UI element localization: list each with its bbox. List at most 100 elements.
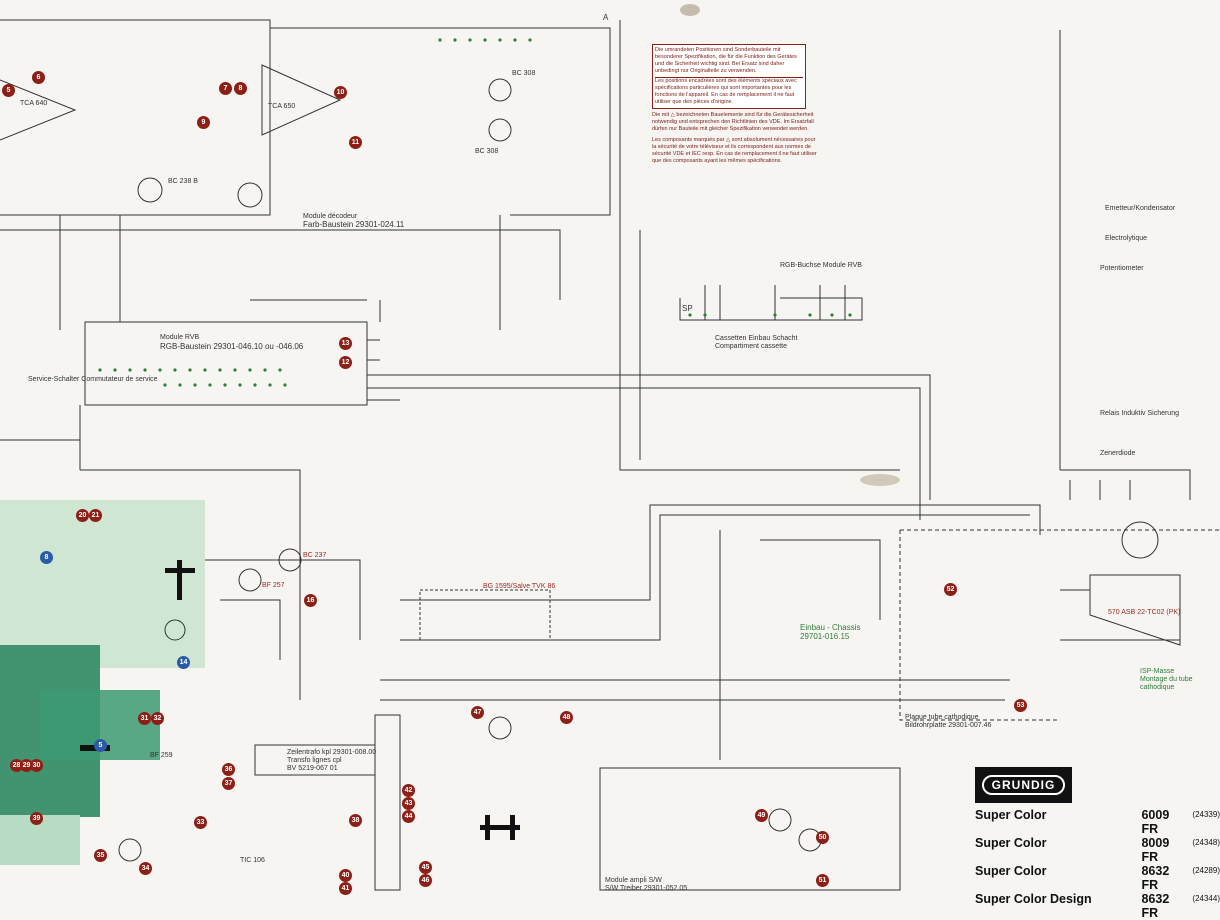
decoder-module-de: Farb-Baustein 29301-024.11: [303, 220, 405, 229]
test-point-badge: 43: [402, 797, 415, 810]
rgb-module-fr: Module RVB: [160, 334, 200, 341]
legend-electrolytic: Electrolytique: [1105, 235, 1148, 242]
test-point-badge: 35: [94, 849, 107, 862]
tvk-label: BG 1595/Salve TVK 86: [483, 583, 556, 590]
test-point-badge: 47: [471, 706, 484, 719]
decoder-module-fr: Module décodeur: [303, 213, 358, 220]
test-point-badge: 38: [349, 814, 362, 827]
test-point-badge: 14: [177, 656, 190, 669]
test-point-badge: 48: [560, 711, 573, 724]
special-parts-notice: Die umrandeten Positionen sind Sonderbau…: [652, 44, 806, 109]
test-point-badge: 10: [334, 86, 347, 99]
test-point-badge: 31: [138, 712, 151, 725]
model-list: Super Color 6009 FR (24339) Super Color 800…: [975, 808, 1220, 920]
bw-module-de: S/W Treiber 29301-052.05: [605, 885, 688, 892]
ic-tca640-label: TCA 640: [20, 100, 48, 107]
model-number: 8009 FR: [1141, 836, 1170, 864]
test-point-badge: 20: [76, 509, 89, 522]
green-panel-light: [0, 500, 205, 668]
grundig-logo: GRUNDIG: [975, 767, 1072, 803]
bf259-label: BF 259: [150, 752, 173, 759]
model-number: 8632 FR: [1141, 892, 1170, 920]
ic-tca650-label: TCA 650: [268, 103, 296, 110]
schematic-wiring: [0, 4, 1220, 891]
test-point-badge: 49: [755, 809, 768, 822]
test-point-badge: 8: [234, 82, 247, 95]
model-number: 6009 FR: [1141, 808, 1170, 836]
test-point-badge: 40: [339, 869, 352, 882]
transistor-bc238b-label: BC 238 B: [168, 178, 198, 185]
bf257-label: BF 257: [262, 582, 285, 589]
test-point-badge: 41: [339, 882, 352, 895]
model-name: Super Color: [975, 864, 1047, 878]
test-point-badge: 8: [40, 551, 53, 564]
test-point-badge: 44: [402, 810, 415, 823]
legend-relay: Relais Induktiv Sicherung: [1100, 410, 1179, 417]
model-name: Super Color: [975, 836, 1047, 850]
test-point-badge: 53: [1014, 699, 1027, 712]
model-row: Super Color 8632 FR (24289): [975, 864, 1220, 892]
model-name: Super Color Design: [975, 892, 1092, 906]
model-code: (24348): [1192, 838, 1220, 847]
transistor-bc308-b-label: BC 308: [475, 148, 499, 155]
line-transformer-fr: Transfo lignes cpl: [287, 757, 342, 764]
test-point-badge: 28: [10, 759, 23, 772]
rgb-plug-label: RGB-Buchse Module RVB: [780, 262, 862, 269]
cassette-fr: Compartiment cassette: [715, 343, 787, 350]
chassis-label: Einbau - Chassis: [800, 623, 861, 632]
tube-board-de: Bildrohrplatte 29301-007.46: [905, 722, 992, 729]
test-point-badge: 51: [816, 874, 829, 887]
safety-notice-fr: Les composants marqués par △ sont absolu…: [652, 137, 817, 164]
notice-fr: Les positions encadrées sont des élément…: [655, 77, 803, 106]
tube-board-fr: Plaque tube cathodique: [905, 714, 979, 721]
chassis-number: 29701-016.15: [800, 632, 850, 641]
test-point-badge: 45: [419, 861, 432, 874]
test-point-badge: 33: [194, 816, 207, 829]
model-code: (24339): [1192, 810, 1220, 819]
test-point-badge: 11: [349, 136, 362, 149]
bw-module-fr: Module ampli S/W: [605, 877, 662, 884]
test-point-badge: 32: [151, 712, 164, 725]
tic-label: TIC 106: [240, 857, 265, 864]
test-point-badge: 6: [32, 71, 45, 84]
test-point-badge: 7: [219, 82, 232, 95]
tube-label: 570 ASB 22-TC02 (PK): [1108, 609, 1181, 616]
transistor-bc308-a-label: BC 308: [512, 70, 536, 77]
test-point-badge: 30: [30, 759, 43, 772]
test-point-badge: 46: [419, 874, 432, 887]
model-code: (24289): [1192, 866, 1220, 875]
sp-label: SP: [682, 304, 693, 313]
safety-notice-de: Die mit △ bezeichneten Bauelemente sind …: [652, 112, 814, 132]
test-point-badge: 36: [222, 763, 235, 776]
test-point-badge: 42: [402, 784, 415, 797]
test-point-badge: 12: [339, 356, 352, 369]
bc237-label: BC 237: [303, 552, 327, 559]
model-name: Super Color: [975, 808, 1047, 822]
test-point-badge: 29: [20, 759, 33, 772]
legend-capacitor: Emetteur/Kondensator: [1105, 205, 1176, 212]
service-switch-label: Service-Schalter Commutateur de service: [28, 376, 158, 383]
line-transformer-part: BV 5219-067 01: [287, 765, 338, 772]
brand-text: GRUNDIG: [981, 775, 1066, 795]
test-point-badge: 34: [139, 862, 152, 875]
test-point-badge: 16: [304, 594, 317, 607]
test-point-badge: 52: [944, 583, 957, 596]
model-number: 8632 FR: [1141, 864, 1170, 892]
safety-notice: Die mit △ bezeichneten Bauelemente sind …: [652, 112, 817, 165]
test-point-badge: 5: [94, 739, 107, 752]
notice-de: Die umrandeten Positionen sind Sonderbau…: [655, 47, 797, 74]
rgb-module-de: RGB-Baustein 29301-046.10 ou -046.06: [160, 342, 304, 351]
legend-potentiometer: Potentiometer: [1100, 265, 1144, 272]
model-row: Super Color 8009 FR (24348): [975, 836, 1220, 864]
test-point-badge: 37: [222, 777, 235, 790]
test-point-badge: 5: [2, 84, 15, 97]
test-point-badge: 9: [197, 116, 210, 129]
model-row: Super Color 6009 FR (24339): [975, 808, 1220, 836]
model-code: (24344): [1192, 894, 1220, 903]
isp-label: ISP-Masse Montage du tube cathodique: [1140, 668, 1193, 691]
test-point-badge: 50: [816, 831, 829, 844]
legend-zener: Zenerdiode: [1100, 450, 1136, 457]
test-point-badge: 13: [339, 337, 352, 350]
sheet-marker: A: [603, 13, 609, 22]
model-row: Super Color Design 8632 FR (24344): [975, 892, 1220, 920]
